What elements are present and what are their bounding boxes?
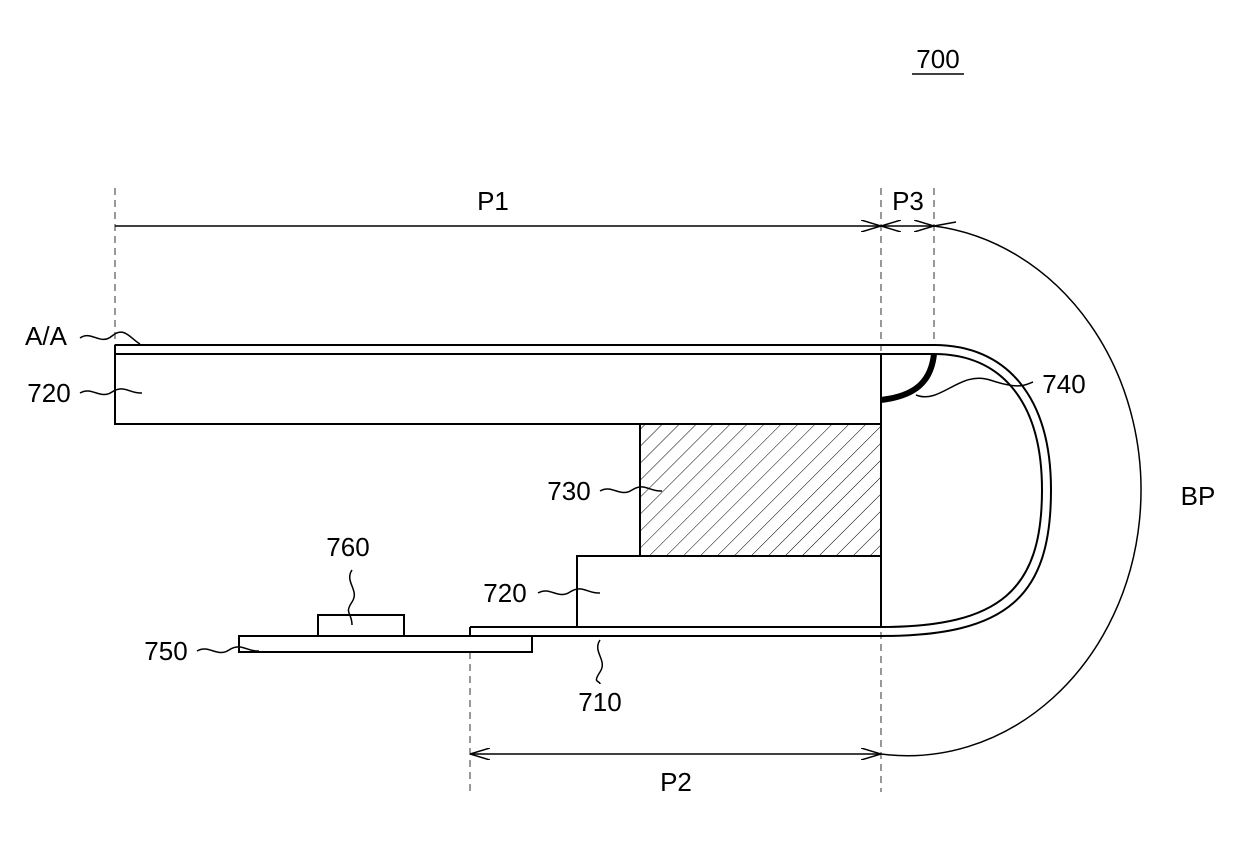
p3-label: P3 bbox=[892, 186, 924, 216]
aa-leader bbox=[80, 332, 140, 344]
lower-layer-720 bbox=[577, 556, 881, 627]
bp-arc-tick-top bbox=[934, 222, 956, 226]
720-top-label: 720 bbox=[27, 378, 70, 408]
figure-number-label: 700 bbox=[916, 44, 959, 74]
board-750 bbox=[239, 636, 532, 652]
bp-label: BP bbox=[1181, 481, 1216, 511]
720-bottom-label: 720 bbox=[483, 578, 526, 608]
upper-layer-720 bbox=[115, 354, 881, 424]
710-leader bbox=[596, 640, 602, 684]
p1-label: P1 bbox=[477, 186, 509, 216]
bp-dimension-arc bbox=[881, 226, 1141, 756]
block-730 bbox=[640, 424, 881, 556]
740-leader bbox=[916, 378, 1033, 397]
730-label: 730 bbox=[547, 476, 590, 506]
710-label: 710 bbox=[578, 687, 621, 717]
bend-support-740 bbox=[881, 354, 934, 400]
740-label: 740 bbox=[1042, 369, 1085, 399]
p2-label: P2 bbox=[660, 767, 692, 797]
aa-label: A/A bbox=[25, 321, 68, 351]
750-label: 750 bbox=[144, 636, 187, 666]
760-label: 760 bbox=[326, 532, 369, 562]
chip-760 bbox=[318, 615, 404, 636]
